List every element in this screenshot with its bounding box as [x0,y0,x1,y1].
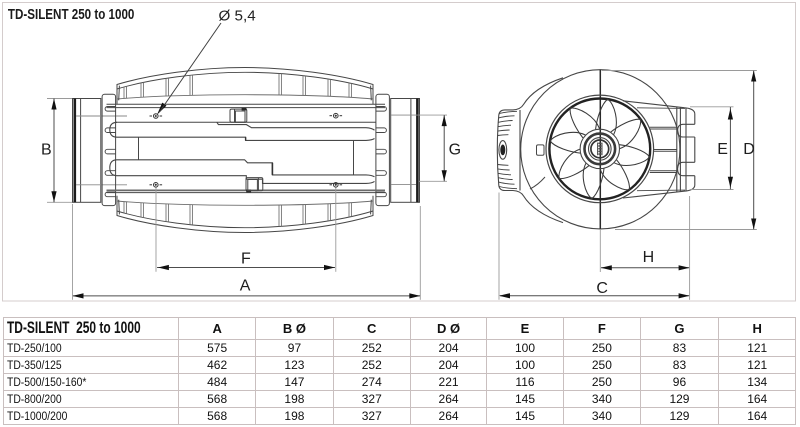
svg-text:TD-SILENT 250 to 1000: TD-SILENT 250 to 1000 [8,7,134,23]
svg-text:C: C [596,280,608,297]
svg-text:F: F [241,250,251,267]
svg-text:E: E [717,141,728,158]
svg-text:H: H [643,249,655,266]
svg-text:B: B [41,141,52,158]
svg-text:G: G [449,142,461,159]
svg-text:A: A [240,277,251,294]
svg-text:Ø 5,4: Ø 5,4 [219,7,256,24]
svg-text:D: D [743,141,755,158]
